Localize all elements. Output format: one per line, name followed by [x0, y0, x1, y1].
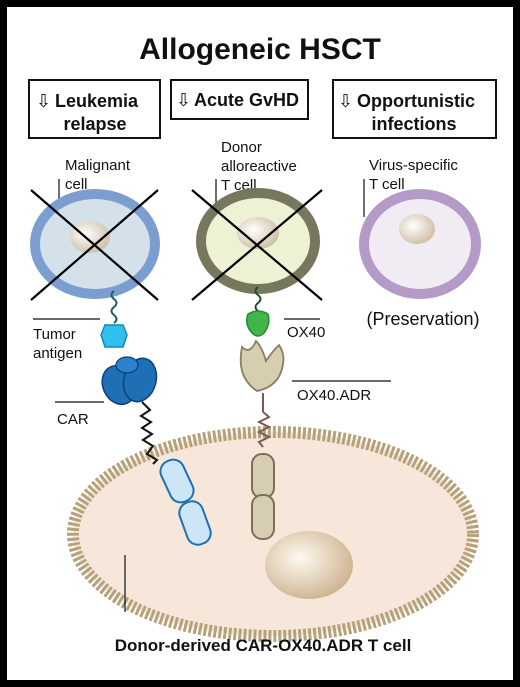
down-arrow-icon: ⇩: [176, 90, 191, 110]
tumor-antigen-icon: [100, 324, 128, 348]
ox40-label: OX40: [287, 324, 325, 341]
donor-label-2: alloreactive: [221, 158, 297, 175]
cross-out-icon: [191, 189, 323, 301]
donor-label-1: Donor: [221, 139, 262, 156]
diagram-title: Allogeneic HSCT: [139, 33, 381, 66]
malignant-cell: [30, 189, 160, 301]
bottom-cell-label: Donor-derived CAR-OX40.ADR T cell: [115, 636, 412, 655]
diagram-canvas: Allogeneic HSCT ⇩ Leukemia relapse ⇩ Acu…: [7, 7, 513, 680]
virus-nucleus: [399, 214, 435, 244]
box-opportunistic-infections: ⇩ Opportunistic infections: [332, 79, 497, 139]
ox40adr-label: OX40.ADR: [297, 387, 371, 404]
malignant-nucleus: [70, 221, 110, 253]
tumor-antigen-label-1: Tumor: [33, 326, 76, 343]
car-label: CAR: [57, 411, 89, 428]
ox40-icon: [245, 310, 270, 337]
box-leukemia-line1: Leukemia: [55, 91, 139, 111]
t-cell-nucleus: [265, 531, 353, 599]
tumor-antigen-label-2: antigen: [33, 345, 82, 362]
virus-label-1: Virus-specific: [369, 157, 458, 174]
virus-label-2: T cell: [369, 176, 405, 193]
malignant-label-1: Malignant: [65, 157, 131, 174]
box-leukemia-line2: relapse: [63, 114, 126, 134]
cross-out-icon: [30, 189, 159, 301]
car-receptor-icon: [101, 356, 212, 546]
down-arrow-icon: ⇩: [36, 91, 51, 111]
box-gvhd-line1: Acute GvHD: [194, 90, 299, 110]
donor-alloreactive-cell: [191, 188, 323, 301]
virus-specific-cell: [359, 189, 481, 299]
donor-nucleus: [237, 217, 279, 249]
malignant-label-2: cell: [65, 176, 88, 193]
box-infections-line1: Opportunistic: [357, 91, 475, 111]
box-leukemia-relapse: ⇩ Leukemia relapse: [28, 79, 161, 139]
preservation-label: (Preservation): [366, 309, 479, 329]
diagram-svg: Allogeneic HSCT ⇩ Leukemia relapse ⇩ Acu…: [28, 33, 497, 655]
box-acute-gvhd: ⇩ Acute GvHD: [170, 79, 309, 120]
ox40adr-receptor-icon: [239, 339, 285, 540]
down-arrow-icon: ⇩: [338, 91, 353, 111]
box-infections-line2: infections: [371, 114, 456, 134]
